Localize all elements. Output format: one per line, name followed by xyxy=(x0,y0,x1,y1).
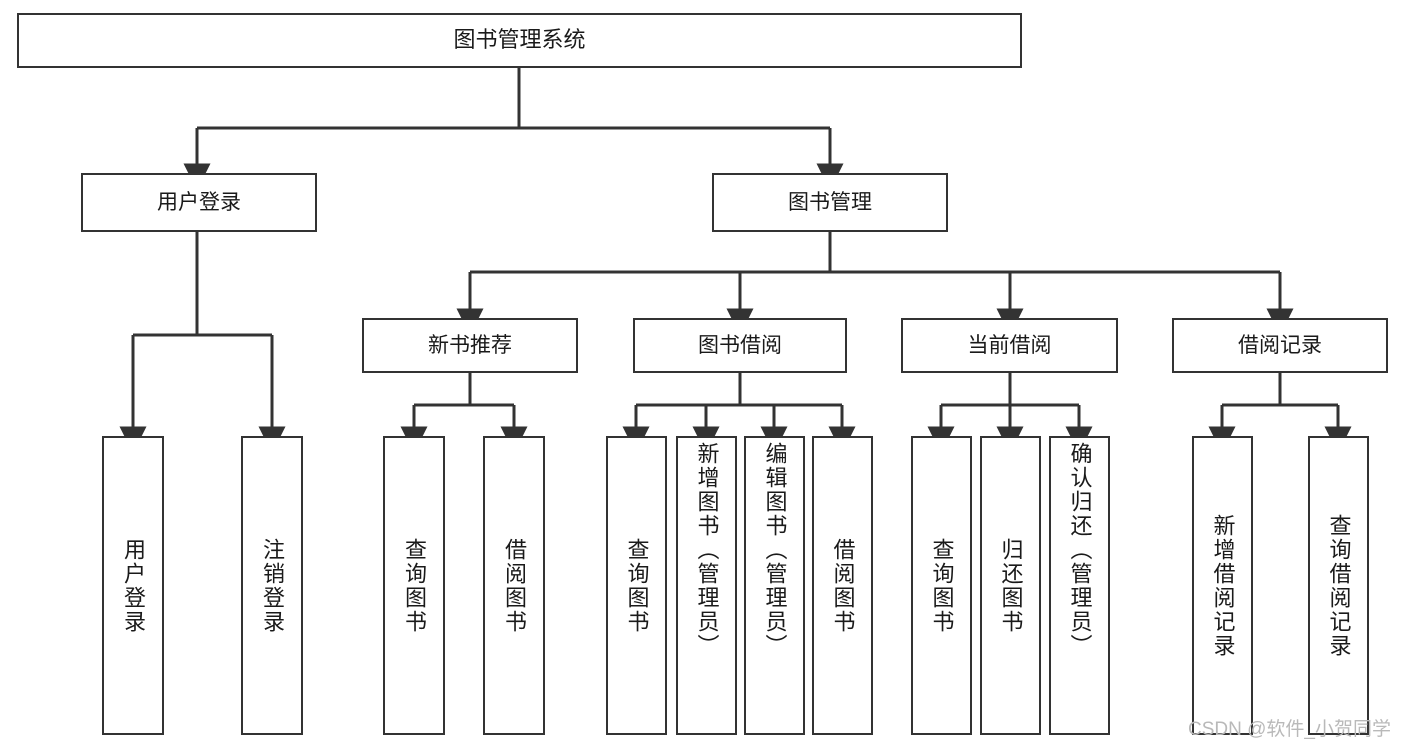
node-book-borrow[interactable]: 图书借阅 xyxy=(633,318,847,373)
leaf-query-borrow-record[interactable]: 查询借阅记录 xyxy=(1308,436,1369,735)
node-label: 查询图书 xyxy=(624,537,650,634)
node-new-book-recommend[interactable]: 新书推荐 xyxy=(362,318,578,373)
node-label: 注销登录 xyxy=(260,537,285,634)
node-label: 用户登录 xyxy=(121,537,146,634)
leaf-add-borrow-record[interactable]: 新增借阅记录 xyxy=(1192,436,1253,735)
leaf-add-book-admin[interactable]: 新增图书（管理员） xyxy=(676,436,737,735)
leaf-query-book-recommend[interactable]: 查询图书 xyxy=(383,436,445,735)
node-user-login[interactable]: 用户登录 xyxy=(81,173,317,232)
leaf-query-book-current[interactable]: 查询图书 xyxy=(911,436,972,735)
node-label: 查询图书 xyxy=(929,537,955,634)
node-label: 图书管理系统 xyxy=(453,27,586,53)
leaf-edit-book-admin[interactable]: 编辑图书（管理员） xyxy=(744,436,805,735)
node-label: 查询图书 xyxy=(402,537,427,634)
leaf-query-book-borrow[interactable]: 查询图书 xyxy=(606,436,667,735)
leaf-borrow-book-recommend[interactable]: 借阅图书 xyxy=(483,436,545,735)
node-label: 归还图书 xyxy=(998,537,1024,634)
node-label: 新增图书（管理员） xyxy=(694,442,720,658)
node-root-system[interactable]: 图书管理系统 xyxy=(17,13,1022,68)
node-label: 编辑图书（管理员） xyxy=(762,442,788,658)
node-book-manage[interactable]: 图书管理 xyxy=(712,173,948,232)
node-label: 新增借阅记录 xyxy=(1210,513,1236,658)
node-label: 图书管理 xyxy=(788,190,872,214)
node-label: 用户登录 xyxy=(157,190,241,214)
node-label: 借阅记录 xyxy=(1238,333,1322,357)
leaf-return-book[interactable]: 归还图书 xyxy=(980,436,1041,735)
node-borrow-record[interactable]: 借阅记录 xyxy=(1172,318,1388,373)
leaf-user-login[interactable]: 用户登录 xyxy=(102,436,164,735)
node-label: 借阅图书 xyxy=(502,537,527,634)
node-label: 新书推荐 xyxy=(428,333,512,357)
node-label: 当前借阅 xyxy=(967,333,1052,357)
node-label: 借阅图书 xyxy=(830,537,856,634)
node-label: 确认归还（管理员） xyxy=(1067,442,1093,658)
leaf-user-logout[interactable]: 注销登录 xyxy=(241,436,303,735)
node-label: 查询借阅记录 xyxy=(1326,513,1352,658)
csdn-watermark: CSDN @软件_小贺同学 xyxy=(1188,719,1391,740)
node-label: 图书借阅 xyxy=(698,333,782,357)
leaf-borrow-book-borrow[interactable]: 借阅图书 xyxy=(812,436,873,735)
node-current-borrow[interactable]: 当前借阅 xyxy=(901,318,1118,373)
leaf-confirm-return-admin[interactable]: 确认归还（管理员） xyxy=(1049,436,1110,735)
